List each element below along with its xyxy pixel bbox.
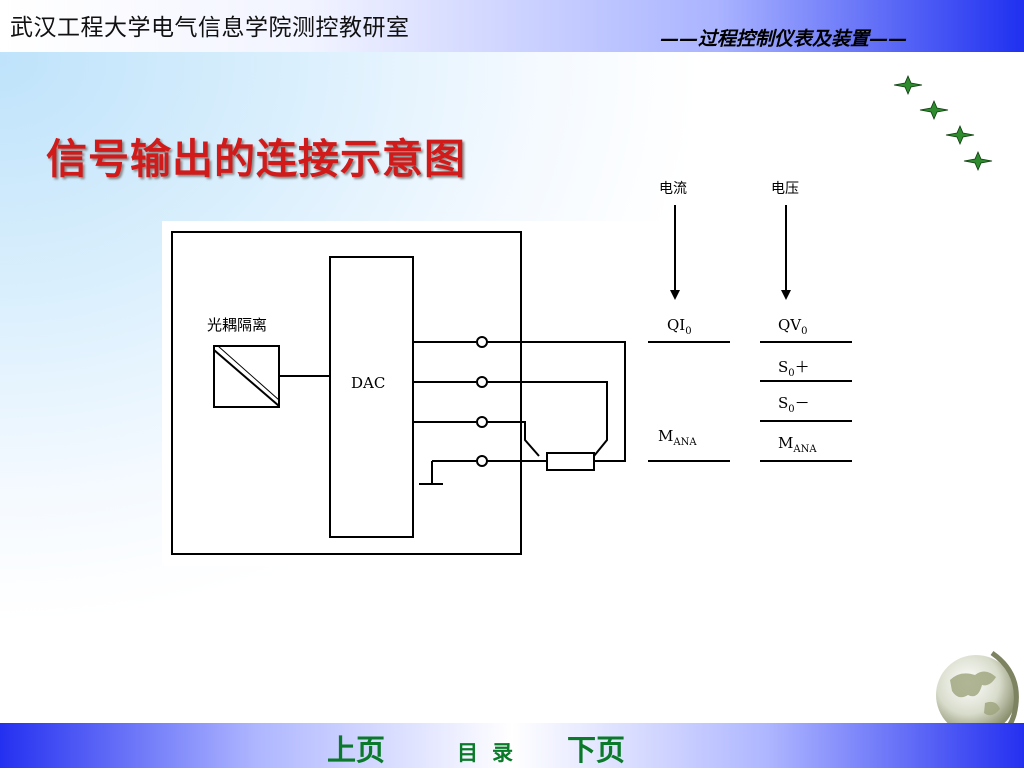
dac-box [329, 256, 414, 538]
terminal-1 [476, 336, 488, 348]
dac-label: DAC [351, 374, 386, 392]
stars-decoration [893, 74, 993, 172]
voltage-label: 电压 [771, 181, 799, 197]
wire-s0minus [487, 421, 540, 457]
qv0-label: QV0 [778, 316, 808, 337]
load-resistor [546, 452, 595, 471]
current-label: 电流 [659, 181, 687, 197]
opto-diagonal [213, 349, 280, 407]
opto-label: 光耦隔离 [207, 316, 268, 334]
toc-button[interactable]: 目录 [457, 740, 527, 765]
wire-qv0 [487, 341, 626, 462]
terminal-4 [476, 455, 488, 467]
s0plus-label: S0＋ [778, 358, 810, 379]
s0minus-label: S0－ [778, 394, 810, 415]
next-page-button[interactable]: 下页 [567, 733, 626, 767]
slide-title: 信号输出的连接示意图 [46, 135, 466, 183]
module-box [171, 231, 522, 555]
current-mana-label: MANA [658, 427, 697, 448]
header-left-title: 武汉工程大学电气信息学院测控教研室 [10, 15, 410, 41]
voltage-mana-label: MANA [778, 434, 817, 455]
qi0-label: QI0 [667, 316, 692, 337]
header-bar: 武汉工程大学电气信息学院测控教研室 ——过程控制仪表及装置—— [0, 0, 1024, 52]
terminal-3 [476, 416, 488, 428]
wire-s0plus [487, 381, 608, 457]
header-right-title: ——过程控制仪表及装置—— [660, 28, 908, 50]
terminal-2 [476, 376, 488, 388]
star-icon [893, 74, 993, 172]
footer-bar [0, 723, 1024, 768]
diagram-panel [162, 221, 850, 566]
prev-page-button[interactable]: 上页 [327, 733, 386, 767]
